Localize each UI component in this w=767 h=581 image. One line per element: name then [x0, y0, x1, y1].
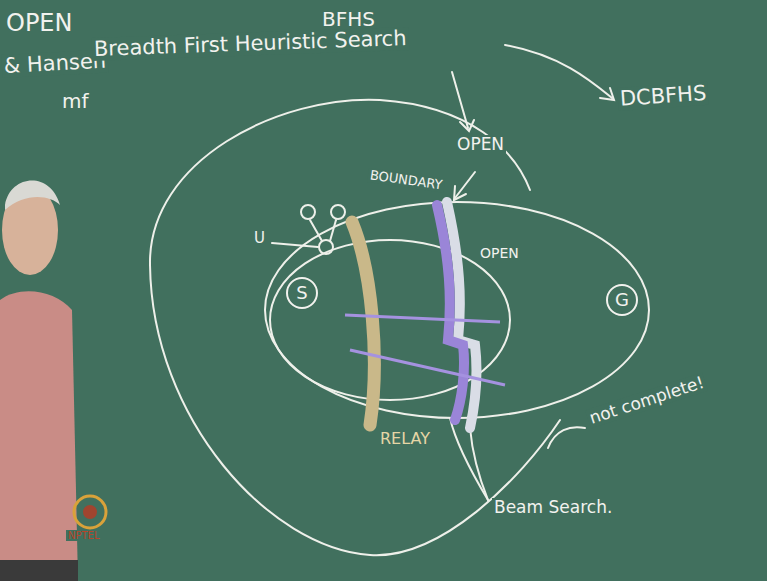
chalk-label: not complete! — [585, 372, 708, 428]
beam-line — [345, 315, 500, 322]
label-text: DCBFHS — [619, 81, 707, 111]
leader-line — [272, 243, 318, 247]
chalk-label: BOUNDARY — [367, 168, 445, 193]
small-node — [319, 240, 333, 254]
chalk-label: Beam Search. — [492, 498, 614, 517]
chalk-label: OPEN — [4, 10, 74, 36]
label-text: mf — [62, 89, 89, 113]
chalk-label: Breadth First Heuristic Search — [92, 27, 409, 61]
label-text: OPEN — [480, 245, 519, 261]
chalk-label: mf — [60, 90, 91, 112]
chalk-label: DCBFHS — [617, 82, 709, 111]
lecturer — [0, 181, 78, 581]
label-text: Beam Search. — [494, 497, 612, 517]
boundary-band — [437, 205, 464, 420]
arrow — [452, 72, 468, 128]
label-text: OPEN — [6, 9, 72, 37]
arrowhead — [460, 120, 474, 131]
label-text: not complete! — [587, 372, 707, 428]
outer-region — [150, 100, 560, 555]
state-circle: S — [286, 277, 318, 309]
edge-line — [330, 220, 336, 241]
label-text: OPEN — [457, 134, 504, 154]
chalk-label: U — [252, 230, 267, 247]
label-text: NPTEL — [68, 530, 100, 541]
label-text: Breadth First Heuristic Search — [94, 26, 407, 61]
chalk-label: NPTEL — [66, 530, 102, 541]
chalk-label: OPEN — [478, 246, 521, 261]
state-circle: G — [606, 284, 638, 316]
arrow — [505, 45, 612, 98]
label-text: BOUNDARY — [369, 167, 443, 192]
relay-band — [352, 222, 374, 425]
nptel-logo — [74, 496, 106, 528]
arrowhead — [454, 186, 466, 200]
small-node — [301, 205, 315, 219]
state-label: G — [615, 291, 629, 309]
chalk-label: OPEN — [455, 135, 506, 154]
state-label: S — [296, 284, 307, 302]
arrowhead — [600, 88, 614, 100]
beam-line — [350, 350, 505, 385]
chalk-label: RELAY — [378, 430, 432, 448]
edge-line — [310, 220, 322, 241]
label-text: U — [254, 229, 265, 247]
small-node — [331, 205, 345, 219]
label-text: RELAY — [380, 429, 430, 448]
arrow — [548, 427, 585, 448]
leader-line — [470, 428, 488, 500]
